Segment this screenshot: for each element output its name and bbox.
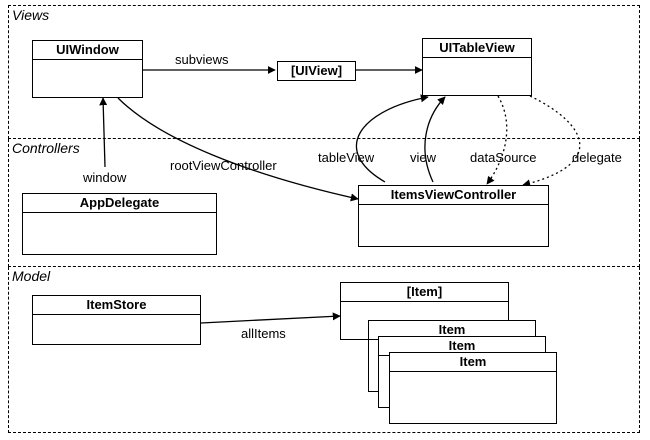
uiwindow-title: UIWindow [33, 41, 142, 60]
subviews-label: subviews [175, 52, 229, 67]
table-view-arrow [355, 94, 429, 183]
appdelegate-title: AppDelegate [23, 194, 216, 213]
model-layer: Model [8, 267, 640, 433]
root-view-controller-arrow [117, 97, 359, 202]
uiview-array-box: [UIView] [277, 61, 356, 81]
all-items-arrow [200, 312, 341, 324]
item-class-3: Item [389, 352, 557, 424]
uitableview-title: UITableView [423, 39, 531, 58]
uiview-array-label: [UIView] [290, 63, 343, 78]
delegate-arrow [522, 95, 581, 188]
controllers-layer-label: Controllers [12, 140, 80, 156]
delegate-label: delegate [572, 150, 622, 165]
itemstore-title: ItemStore [33, 296, 200, 315]
item-title-3: Item [390, 353, 556, 372]
model-layer-label: Model [12, 268, 51, 284]
appdelegate-class: AppDelegate [22, 193, 217, 255]
data-source-label: dataSource [470, 150, 537, 165]
view-label: view [410, 150, 437, 165]
controllers-layer: Controllers [8, 139, 640, 267]
window-arrow [99, 97, 108, 168]
data-source-arrow [486, 95, 508, 185]
item-array-title: [Item] [341, 283, 508, 302]
itemstore-class: ItemStore [32, 295, 201, 345]
views-layer: Views [8, 5, 640, 139]
itemsviewcontroller-class: ItemsViewController [358, 185, 549, 247]
all-items-label: allItems [241, 326, 286, 341]
view-arrow [424, 96, 446, 183]
uiwindow-class: UIWindow [32, 40, 143, 98]
views-layer-label: Views [12, 7, 50, 23]
root-view-controller-label: rootViewController [170, 158, 277, 173]
table-view-label: tableView [318, 150, 375, 165]
itemsviewcontroller-title: ItemsViewController [359, 186, 548, 205]
uitableview-class: UITableView [422, 38, 532, 96]
window-label: window [83, 170, 127, 185]
